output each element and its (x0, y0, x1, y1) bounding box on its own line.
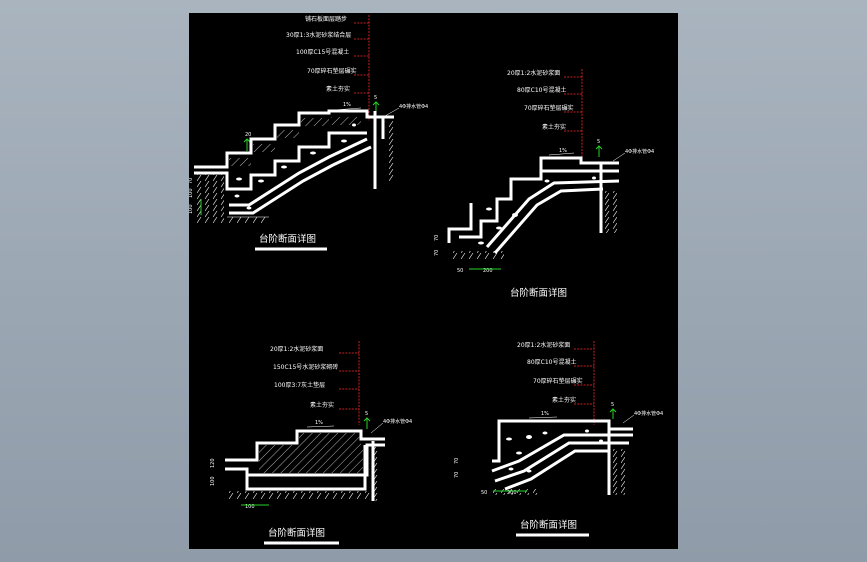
detail-2: 20厚1:2水泥砂浆面 80厚C10号混凝土 70厚碎石垫层碾实 素土夯实 1%… (434, 69, 654, 299)
detail-1-title: 台阶断面详图 (259, 233, 316, 245)
detail-4-dim-2: 70 (454, 472, 460, 478)
detail-1-stair-section (194, 109, 395, 223)
detail-2-leader (564, 69, 583, 163)
detail-4-leader (574, 341, 595, 425)
detail-1-layer-5: 素土夯实 (326, 85, 350, 93)
detail-3-marker: 5 (365, 411, 368, 417)
detail-4-layer-3: 70厚碎石垫层碾实 (533, 377, 583, 385)
detail-2-layer-4: 素土夯实 (542, 123, 566, 131)
detail-3-layer-2: 150C15号水泥砂浆砌砖 (273, 363, 338, 371)
detail-4-dim-1: 70 (454, 458, 460, 464)
detail-1-step-arrow-icon (243, 138, 251, 151)
detail-4-marker: 5 (611, 402, 614, 408)
detail-2-marker: 5 (597, 139, 600, 145)
detail-3-layer-4: 素土夯实 (310, 401, 334, 409)
detail-2-title: 台阶断面详图 (510, 287, 567, 299)
detail-4-layer-4: 素土夯实 (552, 396, 576, 404)
detail-4-layer-1: 20厚1:2水泥砂浆面 (517, 341, 570, 349)
detail-2-layer-1: 20厚1:2水泥砂浆面 (507, 69, 560, 77)
detail-3-dim-3: 100 (245, 504, 255, 510)
cad-drawing: 铺石板面层踏步 30厚1:3水泥砂浆结合层 100厚C15号混凝土 70厚碎石垫… (189, 15, 663, 545)
drawing-canvas: 铺石板面层踏步 30厚1:3水泥砂浆结合层 100厚C15号混凝土 70厚碎石垫… (189, 13, 678, 549)
detail-3-leader (339, 341, 360, 425)
detail-1-slope: 1% (343, 102, 351, 108)
detail-4-layer-2: 80厚C10号混凝土 (527, 358, 576, 366)
detail-1-layer-1: 铺石板面层踏步 (305, 15, 347, 23)
detail-4-slope: 1% (541, 411, 549, 417)
detail-3-title: 台阶断面详图 (268, 527, 325, 539)
detail-4-pipe-note: 4Φ排水管Φ4 (634, 410, 663, 417)
detail-1-layer-4: 70厚碎石垫层碾实 (307, 67, 357, 75)
detail-1-dim-3: 100 (189, 204, 194, 214)
detail-1-pipe-note: 4Φ排水管Φ4 (399, 103, 428, 110)
detail-3-dim-1: 120 (210, 458, 216, 468)
detail-4-stair-section (489, 419, 633, 495)
detail-2-dim-4: 200 (483, 268, 493, 274)
detail-2-slope: 1% (559, 148, 567, 154)
detail-3-layer-1: 20厚1:2水泥砂浆面 (270, 345, 323, 353)
detail-1-layer-3: 100厚C15号混凝土 (296, 48, 349, 56)
detail-2-layer-2: 80厚C10号混凝土 (517, 86, 566, 94)
detail-4-dim-3: 50 (481, 490, 487, 496)
detail-4: 20厚1:2水泥砂浆面 80厚C10号混凝土 70厚碎石垫层碾实 素土夯实 1%… (454, 341, 663, 537)
detail-1-leader (354, 15, 370, 121)
detail-1-layer-2: 30厚1:3水泥砂浆结合层 (286, 31, 351, 39)
detail-3-slope: 1% (315, 420, 323, 426)
detail-1-marker-arrow-icon (372, 101, 380, 112)
detail-3-marker-arrow-icon (363, 417, 371, 429)
detail-2-layer-3: 70厚碎石垫层碾实 (524, 104, 574, 112)
detail-2-dim-1: 70 (434, 235, 440, 241)
detail-3-pipe-note: 4Φ排水管Φ4 (383, 418, 412, 425)
detail-4-dim-4: 200 (507, 490, 517, 496)
detail-1: 铺石板面层踏步 30厚1:3水泥砂浆结合层 100厚C15号混凝土 70厚碎石垫… (189, 15, 428, 251)
detail-2-dim-2: 70 (434, 250, 440, 256)
detail-2-dim-3: 50 (457, 268, 463, 274)
detail-3-dim-2: 100 (210, 476, 216, 486)
detail-3-stair-section (225, 429, 385, 501)
detail-1-dim-1: 70 (189, 178, 194, 184)
detail-1-dim-2: 100 (189, 188, 194, 198)
detail-2-stair-section (447, 156, 620, 259)
detail-3: 20厚1:2水泥砂浆面 150C15号水泥砂浆砌砖 100厚3:7灰土垫层 素土… (210, 341, 412, 545)
detail-2-marker-arrow-icon (595, 145, 603, 157)
detail-4-marker-arrow-icon (609, 408, 617, 419)
detail-1-step-mark: 20 (245, 132, 251, 138)
detail-2-pipe-note: 4Φ排水管Φ4 (625, 148, 654, 155)
detail-3-layer-3: 100厚3:7灰土垫层 (274, 381, 325, 389)
detail-4-title: 台阶断面详图 (520, 519, 577, 531)
detail-1-marker: 5 (374, 95, 377, 101)
